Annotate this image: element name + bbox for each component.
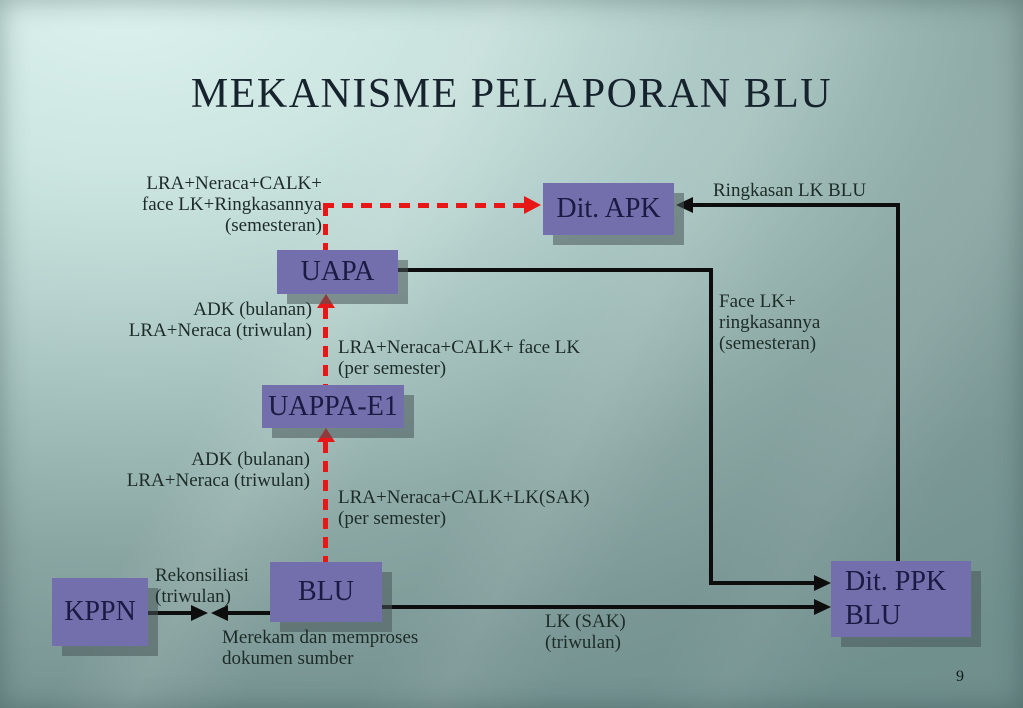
label-rekonsiliasi: Rekonsiliasi (triwulan) xyxy=(155,565,249,607)
label-blu-to-uappa-left: ADK (bulanan) LRA+Neraca (triwulan) xyxy=(126,449,310,491)
line-kppn-to-blu xyxy=(148,611,192,615)
arrowhead-to-ditapk-icon xyxy=(676,197,693,213)
label-blu-to-uappa-right: LRA+Neraca+CALK+LK(SAK) (per semester) xyxy=(338,487,590,529)
node-uapa: UAPA xyxy=(277,250,398,294)
node-dit-apk: Dit. APK xyxy=(543,183,674,235)
dash-uapa-up xyxy=(323,205,328,250)
label-uappa-to-uapa-left: ADK (bulanan) LRA+Neraca (triwulan) xyxy=(128,299,312,341)
page-number: 9 xyxy=(956,668,964,685)
arrowhead-into-ditapk-icon xyxy=(524,196,541,214)
line-blu-to-ditppk xyxy=(382,605,814,609)
line-corner-down xyxy=(709,268,713,585)
line-ditppk-up xyxy=(896,203,900,561)
arrowhead-blu-to-ditppk-icon xyxy=(814,599,831,615)
label-uappa-to-uapa-right: LRA+Neraca+CALK+ face LK (per semester) xyxy=(338,337,581,379)
label-face-lk: Face LK+ ringkasannya (semesteran) xyxy=(719,291,821,354)
line-corner-to-ditppk xyxy=(709,581,814,585)
dash-blu-to-uappa xyxy=(323,442,328,562)
line-to-ditapk xyxy=(692,203,900,207)
arrowhead-kppn-right-icon xyxy=(191,605,208,621)
label-ringkasan-lk-blu: Ringkasan LK BLU xyxy=(713,180,867,201)
label-merekam: Merekam dan memproses dokumen sumber xyxy=(222,627,419,669)
arrowhead-into-uapa-icon xyxy=(317,294,335,308)
dash-uappa-to-uapa xyxy=(323,308,328,385)
line-uapa-to-corner xyxy=(398,268,713,272)
arrowhead-uapa-to-ditppk-icon xyxy=(814,575,831,591)
arrowhead-blu-left-icon xyxy=(211,605,228,621)
arrowhead-into-uappa-icon xyxy=(317,428,335,442)
dash-to-ditapk xyxy=(323,203,524,208)
node-uappa-e1: UAPPA-E1 xyxy=(262,385,404,428)
slide-title: MEKANISME PELAPORAN BLU xyxy=(190,71,833,117)
label-uapa-to-ditapk: LRA+Neraca+CALK+ face LK+Ringkasannya (s… xyxy=(141,173,322,236)
node-kppn: KPPN xyxy=(52,578,148,646)
line-blu-to-kppn xyxy=(228,611,270,615)
node-blu: BLU xyxy=(270,562,382,622)
label-lk-sak: LK (SAK) (triwulan) xyxy=(545,611,626,653)
node-dit-ppk-blu: Dit. PPK BLU xyxy=(831,561,971,637)
